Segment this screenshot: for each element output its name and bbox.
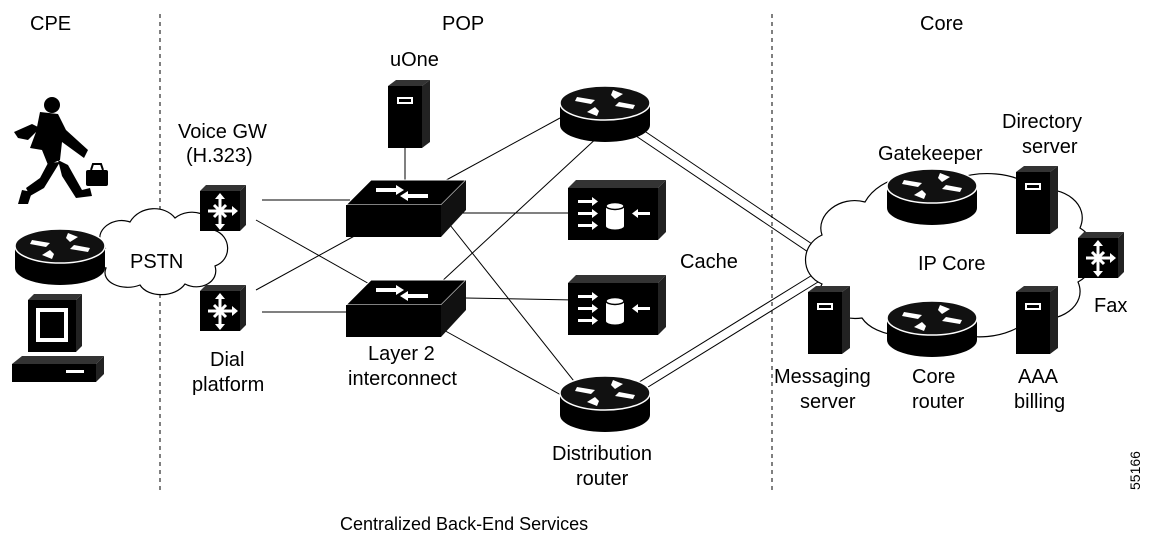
server-icon	[1016, 166, 1058, 234]
pstn-label: PSTN	[130, 251, 183, 273]
diagram-caption: Centralized Back-End Services	[340, 514, 588, 534]
router-icon	[559, 375, 651, 433]
aaa-billing-label: billing	[1014, 391, 1065, 413]
directory-server-label: server	[1022, 136, 1078, 158]
dial-platform-icon	[198, 283, 248, 333]
messaging-label: Messaging	[774, 366, 871, 388]
switch-icon	[345, 179, 467, 238]
person-running-icon	[14, 97, 108, 204]
cache-icon	[567, 274, 667, 336]
fax-label: Fax	[1094, 295, 1127, 317]
router-icon	[886, 300, 978, 358]
layer2-interconnect-label: interconnect	[348, 368, 457, 390]
dial-label: Dial	[210, 349, 244, 371]
server-icon	[808, 286, 850, 354]
ip-core-label: IP Core	[918, 253, 985, 275]
network-links	[255, 117, 819, 401]
directory-label: Directory	[1002, 111, 1082, 133]
voice-gateway-icon	[198, 183, 248, 233]
uone-label: uOne	[390, 49, 439, 71]
server-icon	[388, 80, 430, 148]
distribution-label: Distribution	[552, 443, 652, 465]
server-icon	[1016, 286, 1058, 354]
core-router-label: router	[912, 391, 965, 413]
switch-icon	[345, 279, 467, 338]
voice-gw-label: Voice GW	[178, 121, 267, 143]
router-icon	[559, 85, 651, 143]
cache-label: Cache	[680, 251, 738, 273]
figure-id: 55166	[1127, 451, 1143, 490]
zone-cpe-label: CPE	[30, 13, 71, 35]
computer-icon	[12, 294, 104, 382]
gatekeeper-label: Gatekeeper	[878, 143, 983, 165]
layer2-label: Layer 2	[368, 343, 435, 365]
pstn-cloud: PSTN	[93, 208, 229, 296]
aaa-label: AAA	[1018, 366, 1059, 388]
cache-icon	[567, 179, 667, 241]
messaging-server-label: server	[800, 391, 856, 413]
distribution-router-label: router	[576, 468, 629, 490]
zone-pop-label: POP	[442, 13, 484, 35]
zone-core-label: Core	[920, 13, 963, 35]
dial-platform-label: platform	[192, 374, 264, 396]
router-icon	[14, 228, 106, 286]
fax-icon	[1076, 230, 1126, 280]
core-label: Core	[912, 366, 955, 388]
router-icon	[886, 168, 978, 226]
voice-gw-protocol-label: (H.323)	[186, 145, 253, 167]
